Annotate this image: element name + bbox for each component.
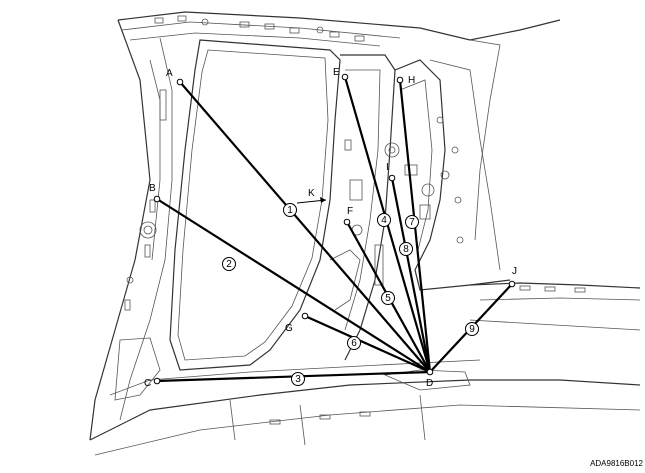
measurement-number-3: 3	[291, 372, 305, 386]
point-marker-c	[153, 377, 161, 385]
number-circle	[377, 213, 391, 227]
measurement-number-2: 2	[222, 257, 236, 271]
point-marker-f	[343, 218, 351, 226]
point-label-j: J	[512, 266, 517, 277]
number-circle	[291, 372, 305, 386]
vehicle-body-line-art	[89, 11, 641, 456]
number-circle	[222, 257, 236, 271]
measurement-number-labels: 1 2 3 4 5 6 7 8 9	[222, 203, 479, 386]
point-marker-b	[153, 195, 161, 203]
reference-point-markers	[153, 73, 516, 385]
point-label-i: I	[386, 162, 389, 173]
number-text: 7	[409, 217, 415, 228]
number-circle	[405, 215, 419, 229]
point-label-k: K	[308, 188, 315, 199]
number-text: 8	[403, 244, 409, 255]
point-label-h: H	[408, 75, 415, 86]
number-circle	[381, 291, 395, 305]
point-label-c: C	[144, 378, 151, 389]
measurement-number-9: 9	[465, 322, 479, 336]
measurement-number-7: 7	[405, 215, 419, 229]
measurement-number-4: 4	[377, 213, 391, 227]
point-marker-e	[341, 73, 349, 81]
number-circle	[465, 322, 479, 336]
number-text: 3	[295, 374, 301, 385]
number-circle	[347, 336, 361, 350]
point-label-e: E	[333, 67, 340, 78]
number-text: 5	[385, 293, 391, 304]
point-marker-d	[426, 368, 434, 376]
point-label-a: A	[166, 68, 173, 79]
point-label-b: B	[149, 183, 156, 194]
number-text: 6	[351, 338, 357, 349]
reference-point-letters: A B C D E F G H I J K	[144, 67, 517, 389]
measurement-line-6	[303, 314, 432, 374]
point-marker-j	[508, 280, 516, 288]
point-marker-g	[301, 312, 309, 320]
number-circle	[399, 242, 413, 256]
measurement-line-2	[155, 197, 432, 374]
point-marker-i	[388, 174, 396, 182]
measurement-number-8: 8	[399, 242, 413, 256]
measurement-line-1	[178, 80, 432, 374]
number-text: 2	[226, 259, 232, 270]
measurement-number-6: 6	[347, 336, 361, 350]
measurement-lines	[155, 75, 514, 383]
point-label-g: G	[285, 323, 293, 334]
point-label-f: F	[347, 206, 353, 217]
measurement-number-1: 1	[283, 203, 297, 217]
point-label-d: D	[426, 378, 433, 389]
measurement-line-8	[390, 176, 432, 374]
number-text: 4	[381, 215, 387, 226]
number-circle	[283, 203, 297, 217]
figure-code: ADA9816B012	[590, 459, 643, 468]
measurement-number-5: 5	[381, 291, 395, 305]
number-text: 1	[287, 205, 293, 216]
number-text: 9	[469, 324, 475, 335]
point-marker-h	[396, 76, 404, 84]
point-marker-a	[176, 78, 184, 86]
